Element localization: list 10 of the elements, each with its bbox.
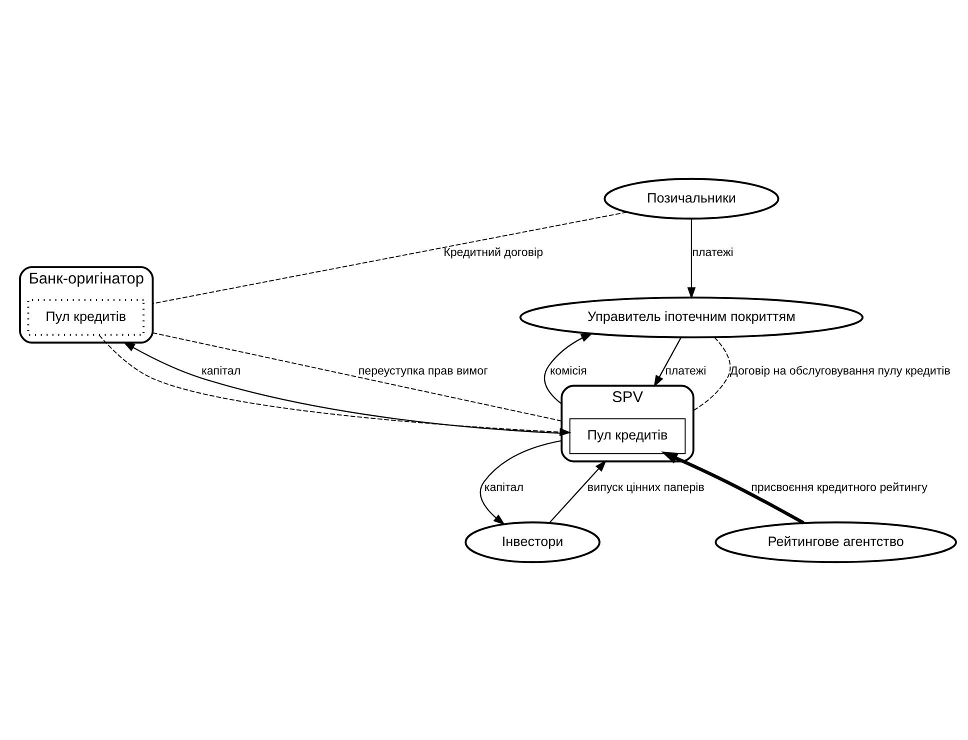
edge-label: платежі	[665, 364, 706, 378]
edge-label: Кредитний договір	[444, 246, 544, 259]
edge-label: платежі	[692, 246, 734, 259]
edge-label: присвоєння кредитного рейтингу	[751, 480, 928, 494]
edge-label: переуступка прав вимог	[358, 364, 488, 378]
edge-label: випуск цінних паперів	[587, 480, 704, 494]
edge-label: комісія	[550, 364, 587, 378]
edge-label: Договір на обслуговування пулу кредитів	[730, 364, 950, 378]
edge-label: капітал	[484, 480, 524, 494]
edge-label: капітал	[202, 364, 241, 378]
